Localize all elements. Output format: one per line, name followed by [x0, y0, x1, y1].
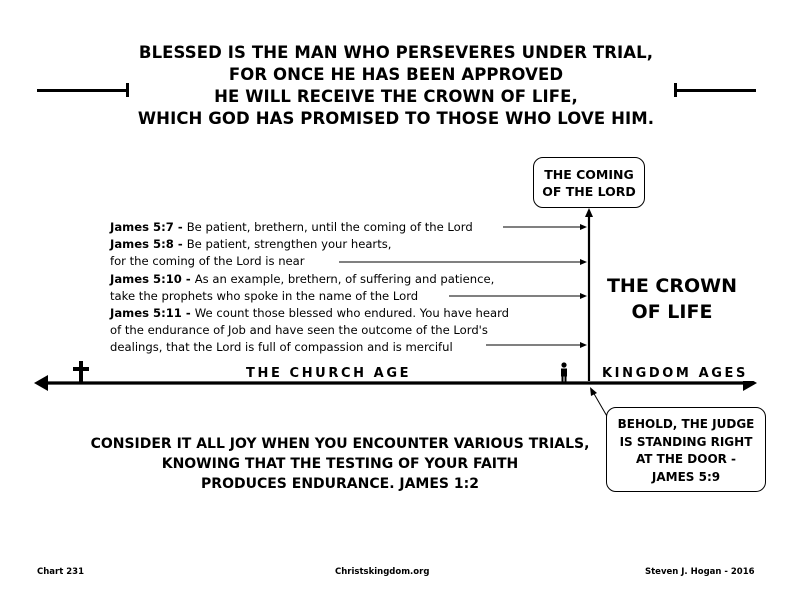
judge-box-line: BEHOLD, THE JUDGE [617, 417, 755, 431]
verse-line: James 5:8 - Be patient, strengthen your … [110, 236, 509, 253]
coming-box-line: THE COMING [544, 167, 634, 182]
verse-arrows [339, 226, 582, 346]
verse-text: As an example, brethern, of suffering an… [194, 271, 495, 286]
verse-line: James 5:7 - Be patient, brethern, until … [110, 219, 509, 236]
footer-chart-number: Chart 231 [37, 567, 84, 577]
verse-arrowhead [580, 342, 587, 348]
church-age-label: THE CHURCH AGE [238, 366, 420, 381]
bottom-verse-line: CONSIDER IT ALL JOY WHEN YOU ENCOUNTER V… [90, 436, 590, 452]
verse-ref: James 5:7 [110, 220, 174, 234]
coming-of-the-lord-box: THE COMING OF THE LORD [533, 157, 645, 208]
bottom-verse: CONSIDER IT ALL JOY WHEN YOU ENCOUNTER V… [0, 434, 680, 494]
judge-box-line: AT THE DOOR - [635, 452, 737, 466]
footer-author: Steven J. Hogan - 2016 [645, 567, 755, 577]
verse-sep: - [181, 271, 195, 286]
heading-line: BLESSED IS THE MAN WHO PERSEVERES UNDER … [138, 43, 654, 62]
left-rule [37, 89, 127, 92]
bottom-verse-line: KNOWING THAT THE TESTING OF YOUR FAITH [161, 456, 519, 472]
heading-line: FOR ONCE HE HAS BEEN APPROVED [228, 65, 564, 84]
verse-arrowheads [580, 224, 587, 348]
verse-text: for the coming of the Lord is near [110, 254, 305, 269]
cross-icon [73, 361, 89, 383]
verse-ref: James 5:11 [110, 306, 182, 321]
right-rule [676, 89, 756, 92]
judge-pointer-line [592, 391, 609, 419]
verse-line: of the endurance of Job and have seen th… [110, 322, 509, 339]
verse-ref: James 5:8 [110, 237, 174, 252]
kingdom-ages-label: KINGDOM AGES [596, 366, 754, 381]
verse-arrowhead [580, 293, 587, 299]
judge-box-line: IS STANDING RIGHT [619, 434, 753, 449]
verse-line: dealings, that the Lord is full of compa… [110, 339, 509, 356]
verse-line: James 5:10 - As an example, brethern, of… [110, 271, 509, 288]
judge-pointer-arrowhead [590, 387, 597, 396]
timeline-left-arrowhead [34, 375, 48, 391]
crown-line: THE CROWN [606, 275, 738, 297]
left-rule-cap [126, 83, 129, 97]
crown-of-life-label: THE CROWN OF LIFE [600, 273, 744, 325]
verse-text: Be patient, strengthen your hearts, [186, 237, 392, 252]
verse-text: Be patient, brethern, until the coming o… [186, 220, 473, 234]
verse-text: We count those blessed who endured. You … [194, 306, 510, 321]
verse-sep: - [181, 306, 195, 321]
verse-arrowhead [580, 224, 587, 230]
coming-arrowhead [585, 208, 593, 217]
verse-text: of the endurance of Job and have seen th… [110, 323, 488, 338]
verse-ref: James 5:10 [110, 271, 182, 286]
bottom-verse-line: PRODUCES ENDURANCE. JAMES 1:2 [201, 476, 479, 492]
verse-sep: - [173, 237, 187, 252]
heading-verse: BLESSED IS THE MAN WHO PERSEVERES UNDER … [0, 42, 792, 130]
verse-line: take the prophets who spoke in the name … [110, 288, 509, 305]
judge-at-door-box: BEHOLD, THE JUDGE IS STANDING RIGHT AT T… [606, 407, 766, 492]
james-verses: James 5:7 - Be patient, brethern, until … [110, 219, 509, 357]
verse-arrowhead [580, 259, 587, 265]
judge-box-line: JAMES 5:9 [651, 469, 721, 484]
person-icon [561, 362, 567, 382]
heading-line: WHICH GOD HAS PROMISED TO THOSE WHO LOVE… [137, 109, 655, 128]
verse-line: James 5:11 - We count those blessed who … [110, 305, 509, 322]
verse-sep: - [173, 220, 187, 234]
verse-text: take the prophets who spoke in the name … [110, 288, 419, 303]
footer-website: Christskingdom.org [335, 567, 430, 577]
verse-text: dealings, that the Lord is full of compa… [110, 340, 453, 355]
right-rule-cap [674, 83, 677, 97]
heading-line: HE WILL RECEIVE THE CROWN OF LIFE, [214, 87, 578, 106]
coming-box-line: OF THE LORD [542, 184, 636, 199]
verse-line: for the coming of the Lord is near [110, 253, 509, 270]
crown-line: OF LIFE [631, 301, 713, 323]
